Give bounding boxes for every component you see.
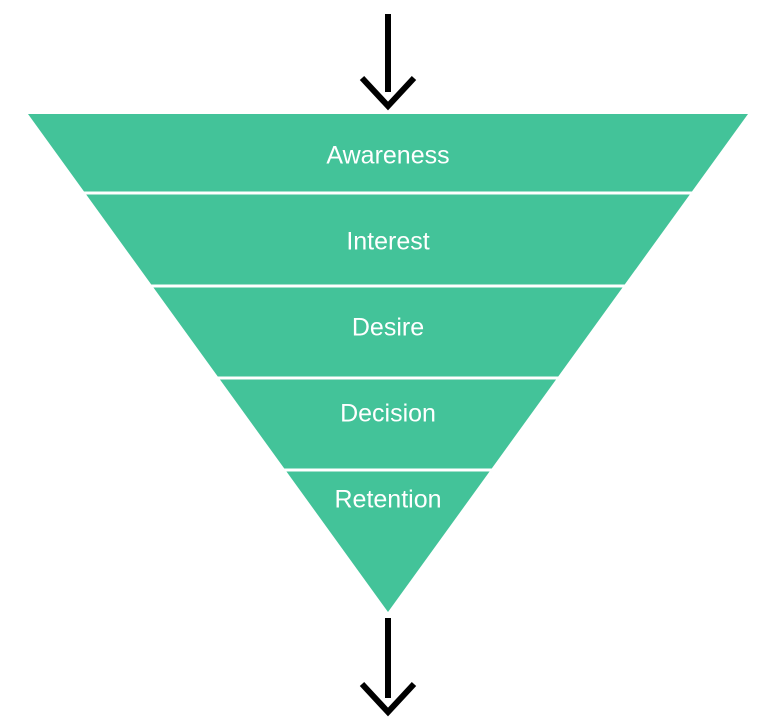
stage-label-decision: Decision	[340, 400, 436, 428]
stage-label-retention: Retention	[334, 486, 441, 514]
stage-dividers	[84, 191, 692, 472]
funnel-shape	[28, 114, 748, 612]
top-arrow-icon	[359, 14, 417, 111]
stage-label-awareness: Awareness	[326, 142, 449, 170]
stage-label-interest: Interest	[346, 228, 429, 256]
bottom-arrow-icon	[359, 618, 417, 717]
stage-label-desire: Desire	[352, 314, 424, 342]
